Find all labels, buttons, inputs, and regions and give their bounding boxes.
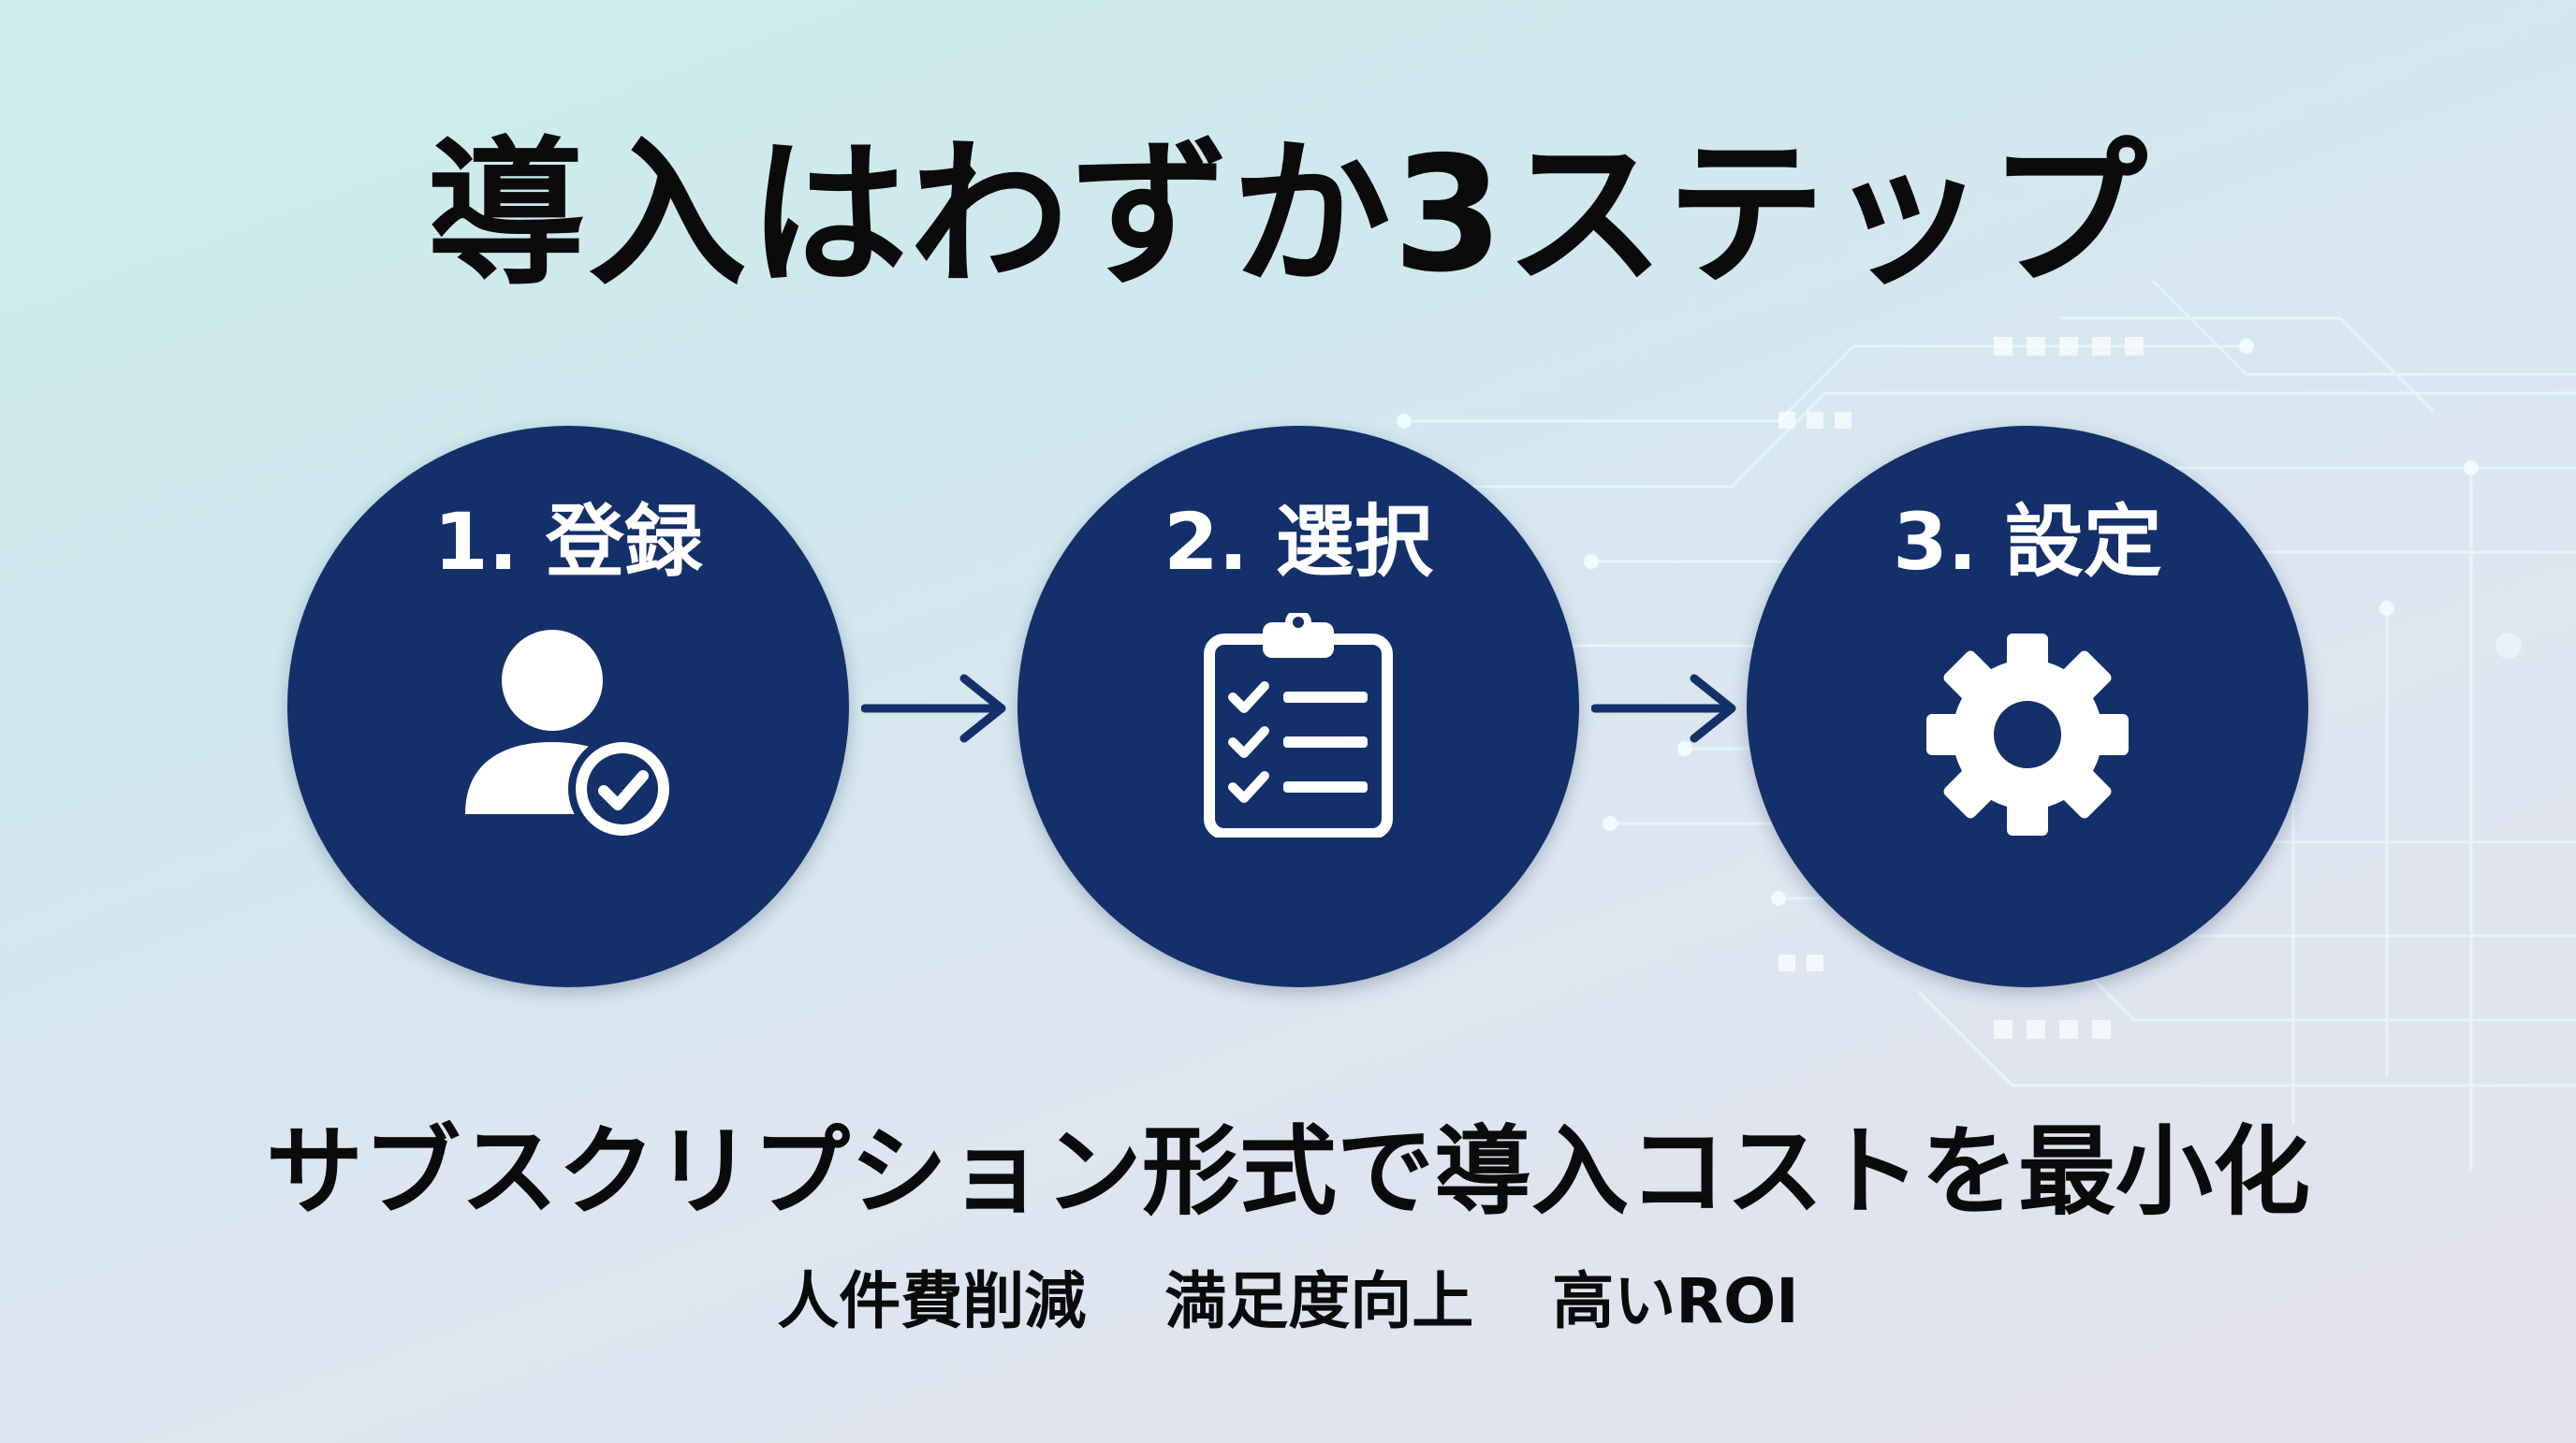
- step-1-label: 1. 登録: [433, 496, 703, 588]
- step-3-label: 3. 設定: [1893, 496, 2162, 588]
- user-check-icon: [465, 630, 677, 838]
- tagline: サブスクリプション形式で導入コストを最小化: [265, 1115, 2310, 1229]
- gear-icon: [1926, 634, 2129, 836]
- page-title: 導入はわずか3ステップ: [426, 123, 2150, 308]
- benefit-item: 人件費削減: [777, 1265, 1087, 1337]
- step-1-circle: 1. 登録: [287, 426, 849, 987]
- step-3-circle: 3. 設定: [1747, 426, 2308, 987]
- step-2-label: 2. 選択: [1164, 496, 1433, 588]
- arrow-right-icon: [1591, 674, 1736, 743]
- benefit-item: 満足度向上: [1164, 1265, 1474, 1337]
- step-2-circle: 2. 選択: [1017, 426, 1579, 987]
- benefit-item: 高いROI: [1552, 1265, 1799, 1337]
- arrow-right-icon: [861, 674, 1006, 743]
- clipboard-checklist-icon: [1204, 613, 1393, 838]
- benefits-list: 人件費削減満足度向上高いROI: [0, 1271, 2576, 1333]
